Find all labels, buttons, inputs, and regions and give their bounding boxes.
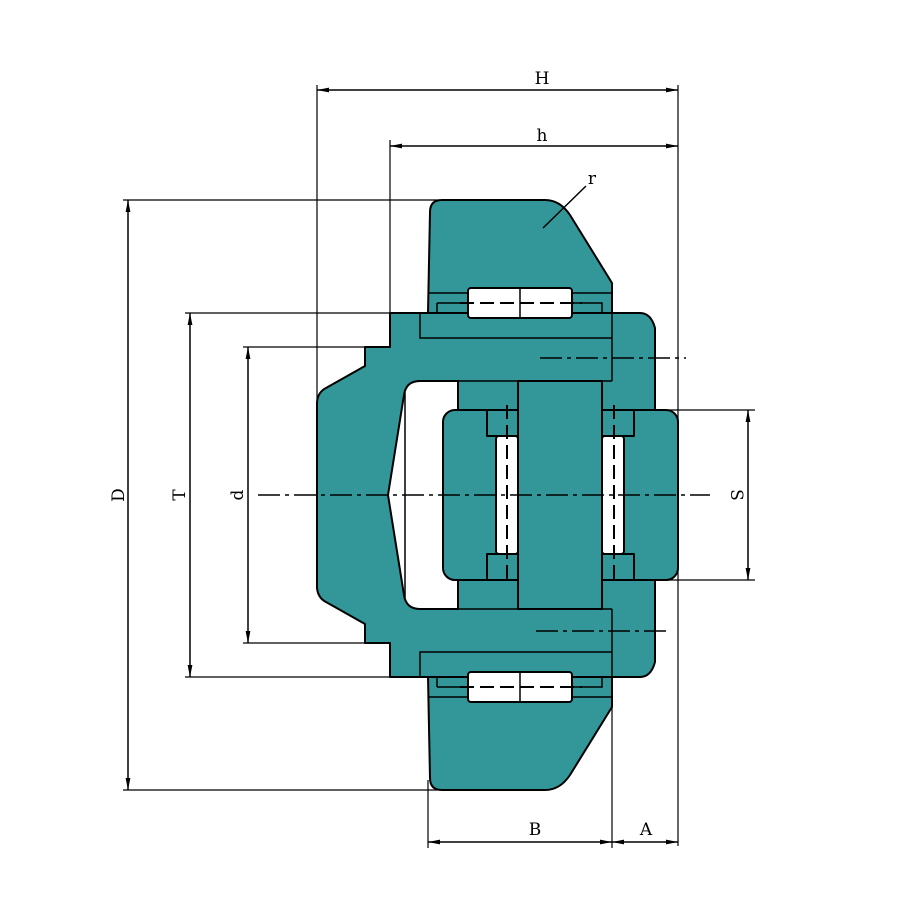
- label-A: A: [639, 820, 653, 840]
- label-h: h: [537, 126, 548, 146]
- bottom-flange: [427, 676, 613, 791]
- label-D: D: [109, 488, 129, 502]
- label-d: d: [228, 489, 248, 500]
- top-flange: [427, 199, 613, 314]
- label-B: B: [529, 820, 542, 840]
- label-r: r: [588, 169, 597, 189]
- label-S: S: [726, 489, 746, 501]
- label-T: T: [170, 489, 190, 501]
- label-H: H: [535, 69, 550, 89]
